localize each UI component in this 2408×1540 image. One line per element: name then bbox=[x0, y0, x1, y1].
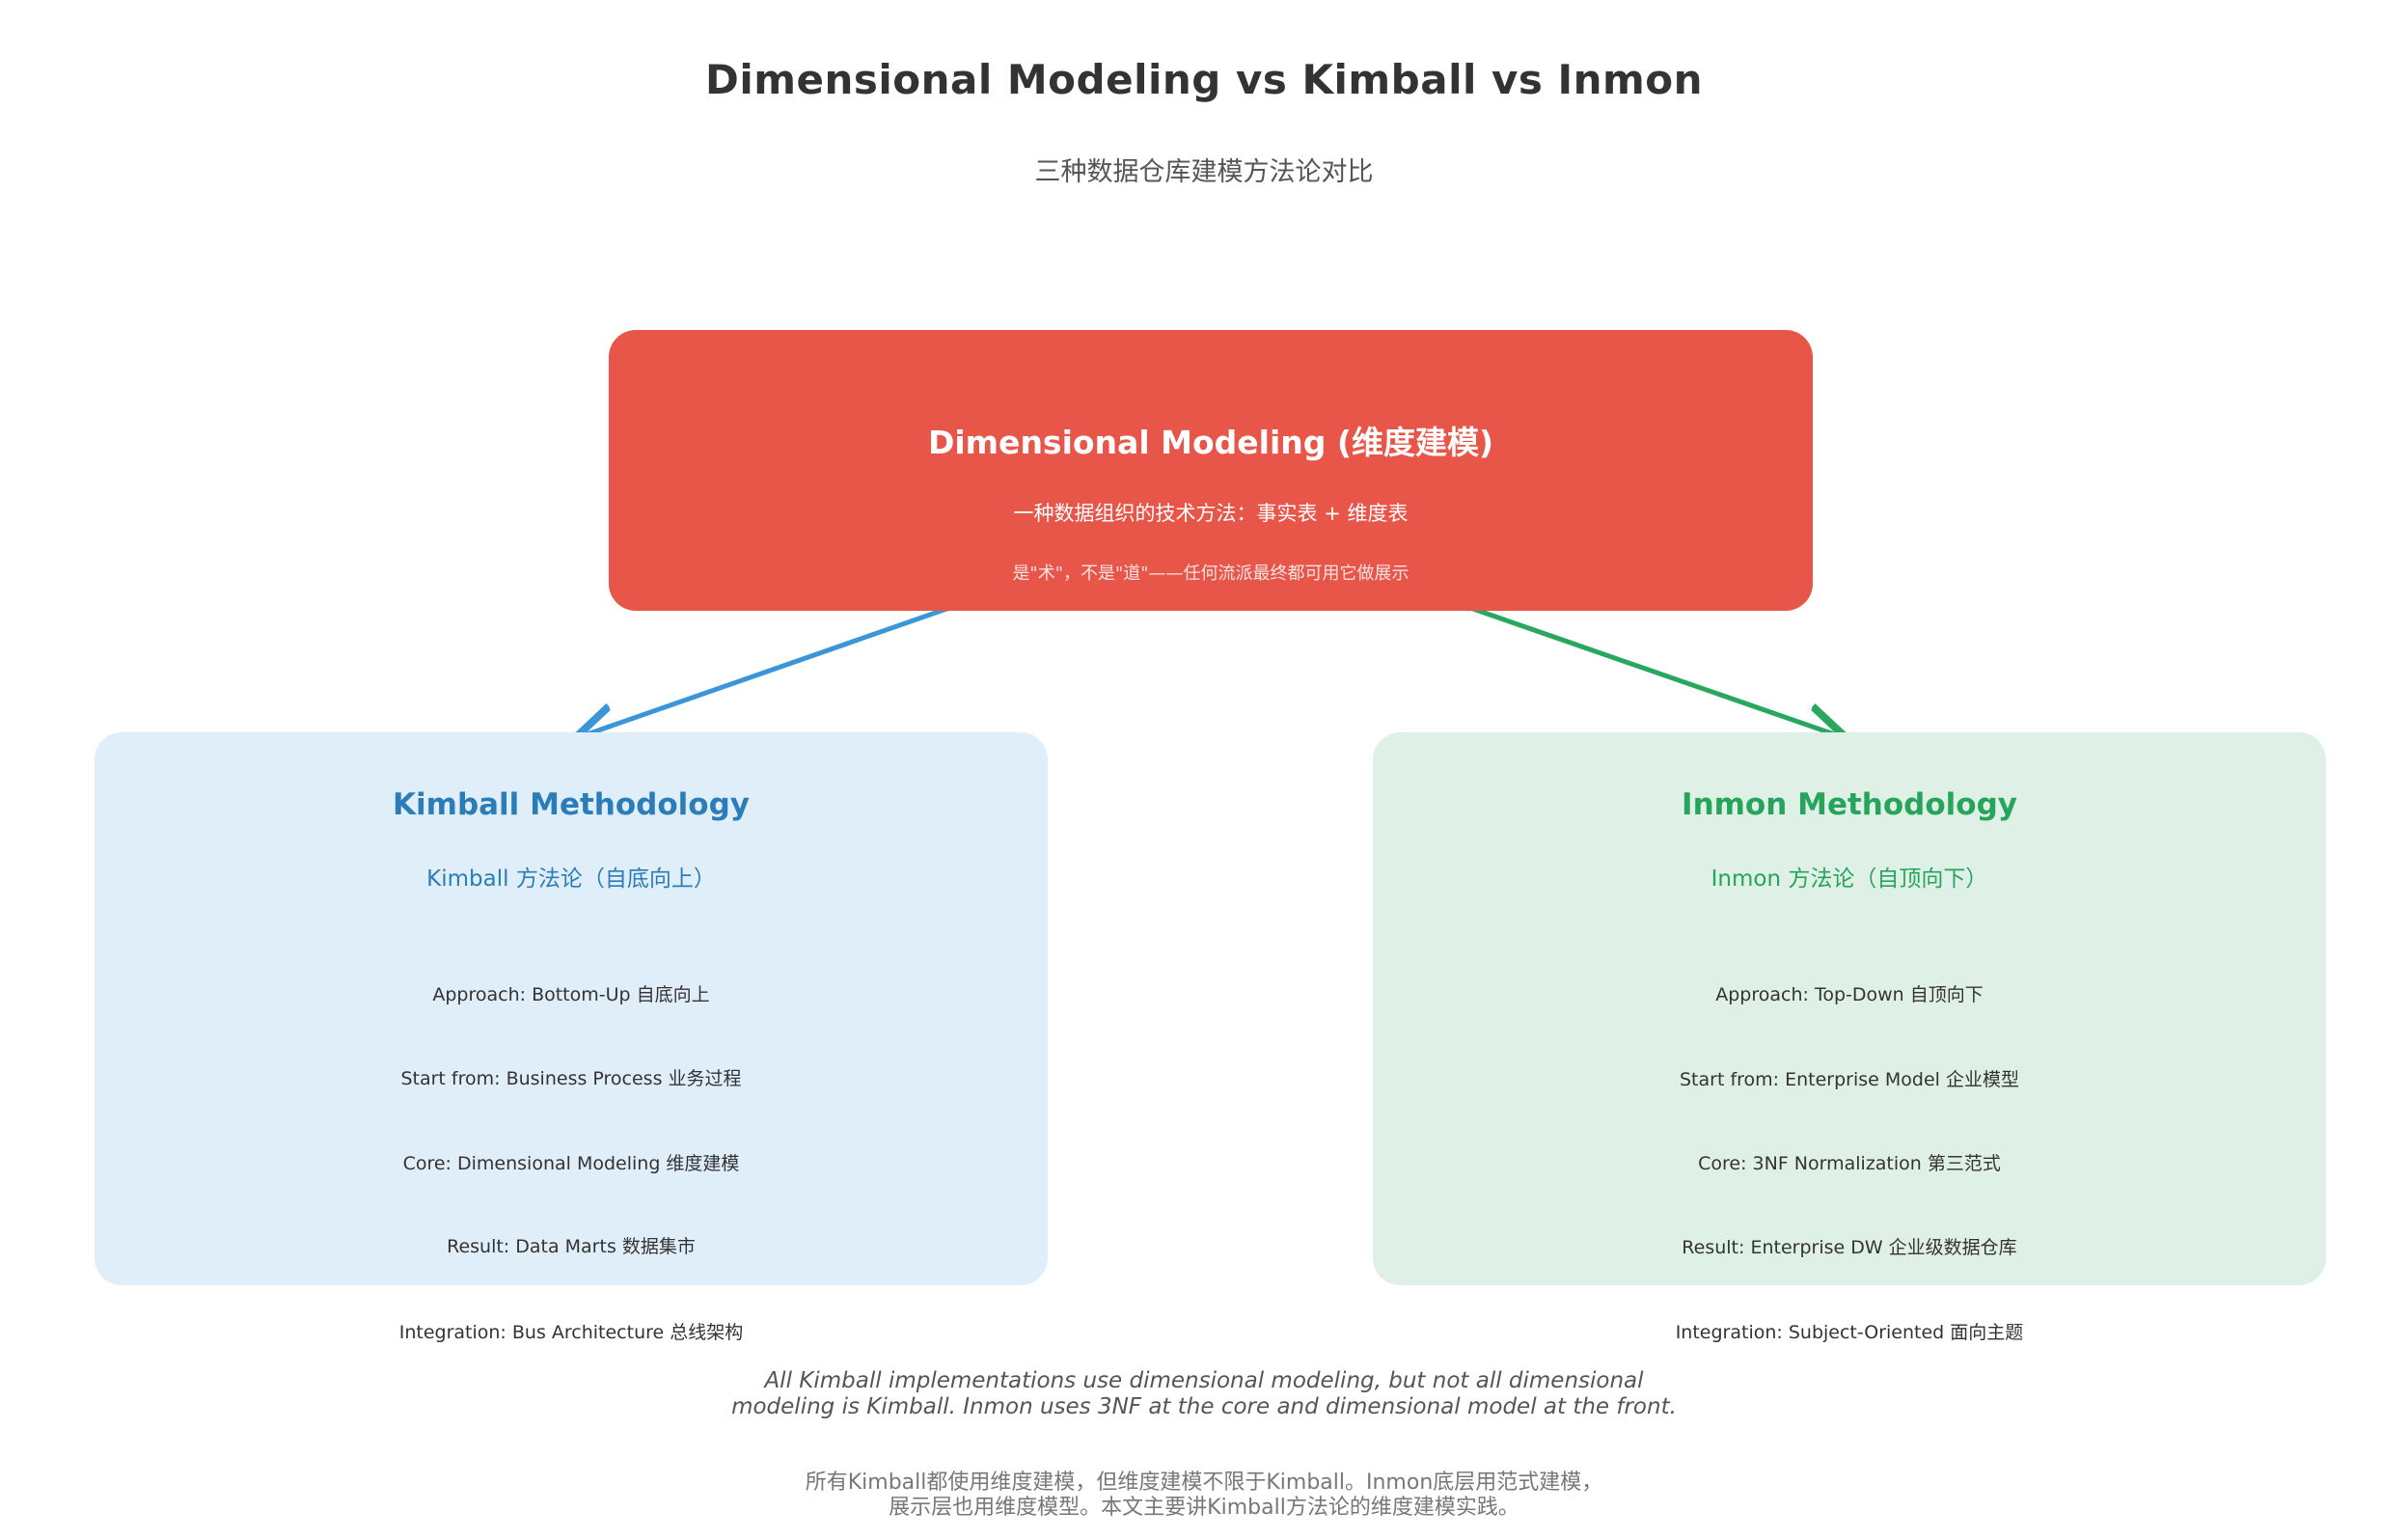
kimball-feature-core: Core: Dimensional Modeling 维度建模 bbox=[402, 1153, 740, 1174]
dimensional-modeling-title: Dimensional Modeling (维度建模) bbox=[927, 424, 1494, 461]
inmon-feature-core: Core: 3NF Normalization 第三范式 bbox=[1698, 1153, 2001, 1174]
dimensional-modeling-note: 是"术"，不是"道"——任何流派最终都可用它做展示 bbox=[1012, 564, 1409, 584]
kimball-feature-integration: Integration: Bus Architecture 总线架构 bbox=[398, 1322, 744, 1343]
footer-english-line-1: All Kimball implementations use dimensio… bbox=[764, 1368, 1644, 1393]
arrow-to-inmon bbox=[1469, 605, 1843, 737]
diagram-title: Dimensional Modeling vs Kimball vs Inmon bbox=[704, 56, 1704, 103]
footer-chinese-line-2: 展示层也用维度模型。本文主要讲Kimball方法论的维度建模实践。 bbox=[889, 1496, 1519, 1520]
inmon-feature-result: Result: Enterprise DW 企业级数据仓库 bbox=[1682, 1237, 2017, 1258]
inmon-title: Inmon Methodology bbox=[1682, 787, 2017, 822]
footer-chinese-line-1: 所有Kimball都使用维度建模，但维度建模不限于Kimball。Inmon底层… bbox=[805, 1471, 1603, 1495]
diagram-subtitle: 三种数据仓库建模方法论对比 bbox=[1034, 157, 1374, 187]
kimball-feature-start: Start from: Business Process 业务过程 bbox=[400, 1068, 742, 1089]
footer-english-note: All Kimball implementations use dimensio… bbox=[0, 1368, 2408, 1420]
kimball-feature-approach: Approach: Bottom-Up 自底向上 bbox=[432, 984, 710, 1005]
kimball-box: Kimball Methodology Kimball 方法论（自底向上） bbox=[95, 732, 1048, 1285]
footer-chinese-note: 所有Kimball都使用维度建模，但维度建模不限于Kimball。Inmon底层… bbox=[0, 1471, 2408, 1521]
inmon-subtitle: Inmon 方法论（自顶向下） bbox=[1710, 866, 1988, 892]
inmon-feature-integration: Integration: Subject-Oriented 面向主题 bbox=[1675, 1322, 2024, 1343]
inmon-box: Inmon Methodology Inmon 方法论（自顶向下） bbox=[1373, 732, 2326, 1285]
inmon-feature-start: Start from: Enterprise Model 企业模型 bbox=[1680, 1069, 2019, 1090]
arrow-to-kimball bbox=[579, 605, 950, 737]
footer-english-line-2: modeling is Kimball. Inmon uses 3NF at t… bbox=[731, 1394, 1677, 1419]
inmon-feature-approach: Approach: Top-Down 自顶向下 bbox=[1715, 984, 1984, 1005]
kimball-feature-result: Result: Data Marts 数据集市 bbox=[447, 1236, 696, 1257]
dimensional-modeling-definition: 一种数据组织的技术方法：事实表 + 维度表 bbox=[1013, 502, 1409, 525]
kimball-title: Kimball Methodology bbox=[393, 787, 750, 822]
kimball-subtitle: Kimball 方法论（自底向上） bbox=[426, 866, 716, 892]
dimensional-modeling-box: Dimensional Modeling (维度建模) 一种数据组织的技术方法：… bbox=[609, 330, 1813, 611]
